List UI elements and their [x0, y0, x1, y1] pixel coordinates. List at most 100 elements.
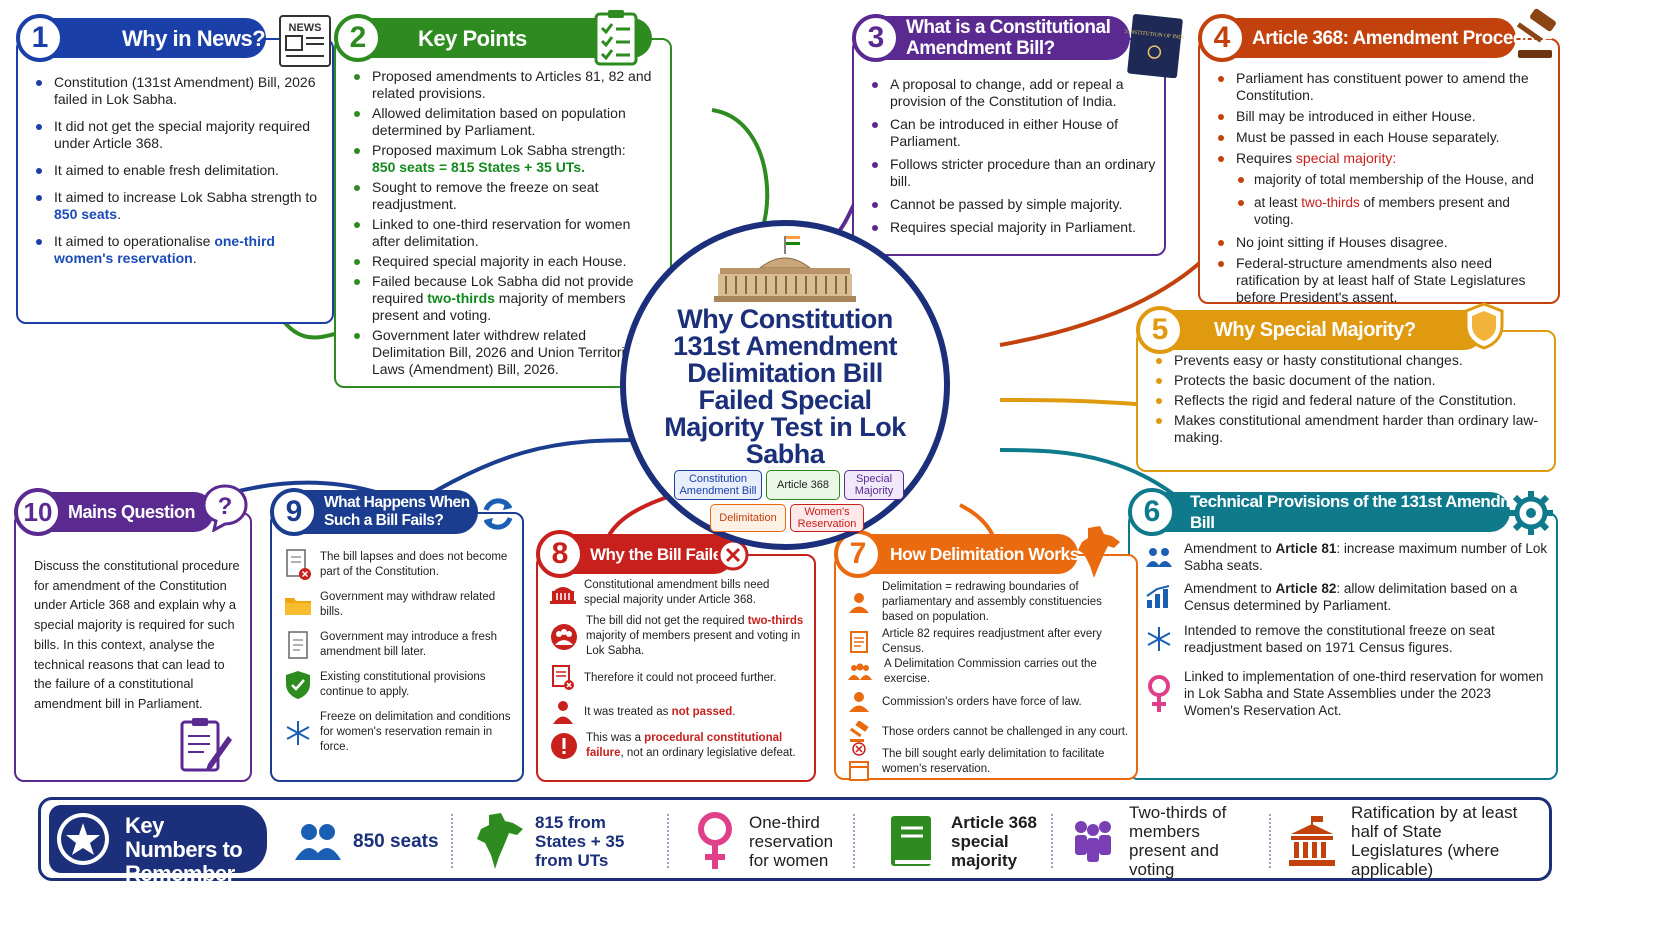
panel-title: How Delimitation Works	[890, 543, 1079, 564]
people-group-icon	[1075, 821, 1111, 862]
panel-number: 4	[1198, 14, 1246, 62]
list-item: It aimed to increase Lok Sabha strength …	[34, 189, 324, 223]
tag-special-majority: Special Majority	[844, 470, 904, 500]
list-item: Cannot be passed by simple majority.	[870, 196, 1156, 213]
list-item: Prevents easy or hasty constitutional ch…	[1154, 352, 1546, 369]
document-icon	[848, 627, 870, 657]
list-item: Follows stricter procedure than an ordin…	[870, 156, 1156, 190]
list-item: Intended to remove the constitutional fr…	[1142, 622, 1550, 656]
list-item: Proposed amendments to Articles 81, 82 a…	[352, 68, 662, 102]
india-map-icon	[1074, 524, 1124, 585]
constitution-book-icon: CONSTITUTION OF INDIA	[1122, 12, 1188, 83]
person-icon	[550, 697, 576, 727]
svg-text:NEWS: NEWS	[289, 22, 322, 34]
list-item: Linked to implementation of one-third re…	[1142, 668, 1550, 719]
panel-number: 8	[536, 530, 584, 578]
list-item: Article 82 requires readjustment after e…	[848, 627, 1130, 657]
panel-title: Why in News?	[122, 25, 266, 51]
panel-number: 3	[852, 14, 900, 62]
newspaper-icon: NEWS	[278, 14, 334, 75]
list-item: The bill did not get the required two-th…	[550, 614, 808, 659]
central-title: Why Constitution 131st Amendment Delimit…	[664, 304, 906, 469]
gavel-icon	[848, 717, 870, 747]
delimitation-list: Delimitation = redrawing boundaries of p…	[848, 580, 1130, 781]
panel-title: Key Points	[418, 25, 527, 51]
panel-title: Why Special Majority?	[1214, 318, 1416, 341]
list-item: It aimed to operationalise one-third wom…	[34, 233, 324, 267]
list-item: Parliament has constituent power to amen…	[1216, 70, 1550, 104]
list-item: Makes constitutional amendment harder th…	[1154, 412, 1546, 446]
list-item: Required special majority in each House.	[352, 253, 662, 270]
list-item: A proposal to change, add or repeal a pr…	[870, 76, 1156, 110]
list-item: Must be passed in each House separately.	[1216, 129, 1550, 146]
central-topic: Why Constitution 131st Amendment Delimit…	[620, 220, 950, 550]
key-numbers-title: Key Numbers to Remember	[125, 813, 243, 886]
list-item: Amendment to Article 82: allow delimitat…	[1142, 580, 1550, 614]
india-map-icon	[477, 813, 523, 869]
list-item: Government may withdraw related bills.	[284, 590, 516, 620]
panel-title: Mains Question	[68, 501, 196, 522]
star-icon	[57, 813, 109, 865]
list-item: Constitution (131st Amendment) Bill, 202…	[34, 74, 324, 108]
panel-title: Why the Bill Failed	[590, 544, 732, 564]
official-icon	[848, 687, 870, 717]
list-item: It was treated as not passed.	[550, 697, 808, 727]
key-number-item: 850 seats	[293, 808, 439, 874]
svg-text:?: ?	[218, 493, 233, 520]
gavel-icon	[1510, 8, 1564, 67]
list-item: This was a procedural constitutional fai…	[550, 731, 808, 761]
bill-fails-list: The bill lapses and does not become part…	[284, 549, 516, 755]
panel-number: 6	[1128, 488, 1176, 536]
panel-title: Article 368: Amendment Procedure	[1252, 27, 1553, 49]
list-item: Amendment to Article 81: increase maximu…	[1142, 540, 1550, 574]
list-item: Sought to remove the freeze on seat read…	[352, 179, 662, 213]
calendar-icon	[848, 742, 870, 781]
rejected-document-icon	[550, 663, 576, 693]
list-item: Delimitation = redrawing boundaries of p…	[848, 580, 1130, 625]
panel-title: Technical Provisions of the 131st Amendm…	[1190, 492, 1539, 532]
key-numbers-header: Key Numbers to Remember	[49, 805, 267, 886]
refresh-icon	[478, 494, 518, 539]
mains-question-text: Discuss the constitutional procedure for…	[34, 558, 240, 711]
panel-how-delimitation-works: 7 How Delimitation Works Delimitation = …	[834, 526, 1138, 781]
state-building-icon	[1289, 816, 1335, 866]
group-icon	[848, 657, 872, 687]
panel-number: 9	[270, 488, 318, 536]
question-bubble-icon: ?	[202, 484, 248, 537]
female-symbol-icon	[1142, 674, 1176, 712]
panel-why-bill-failed: 8 Why the Bill Failed Constitutional ame…	[536, 530, 816, 782]
key-number-item: 815 from States + 35 from UTs	[473, 808, 653, 874]
people-icon	[295, 824, 341, 860]
list-item: Existing constitutional provisions conti…	[284, 670, 516, 700]
group-icon	[550, 622, 578, 652]
parliament-building-icon	[550, 578, 576, 608]
folder-icon	[284, 590, 312, 620]
list-item: Those orders cannot be challenged in any…	[848, 717, 1130, 747]
panel-number: 1	[16, 14, 64, 62]
list-item: Government later withdrew related Delimi…	[352, 327, 662, 378]
list-item: Commission's orders have force of law.	[848, 687, 1130, 717]
gear-icon	[1508, 490, 1554, 541]
list-item: Proposed maximum Lok Sabha strength:850 …	[352, 142, 662, 176]
list-item: Requires special majority in Parliament.	[870, 219, 1156, 236]
key-number-item: Two-thirds of members present and voting	[1069, 803, 1255, 879]
list-item: Therefore it could not proceed further.	[550, 663, 808, 693]
panel-number: 7	[834, 530, 882, 578]
checklist-icon	[592, 8, 640, 71]
list-item: Allowed delimitation based on population…	[352, 105, 662, 139]
rejected-document-icon	[284, 549, 312, 580]
snowflake-icon	[1142, 624, 1176, 654]
book-icon	[891, 816, 931, 866]
why-in-news-list: Constitution (131st Amendment) Bill, 202…	[34, 74, 324, 275]
list-item: Federal-structure amendments also need r…	[1216, 255, 1550, 306]
list-subitem: majority of total membership of the Hous…	[1216, 171, 1550, 188]
panel-number: 2	[334, 14, 382, 62]
list-item: Linked to one-third reservation for wome…	[352, 216, 662, 250]
people-icon	[1142, 542, 1176, 572]
list-item: The bill lapses and does not become part…	[284, 549, 516, 580]
key-number-item: Article 368 special majority	[887, 808, 1041, 874]
panel-mains-question: 10 Mains Question ? Discuss the constitu…	[14, 484, 252, 782]
female-symbol-icon	[698, 812, 732, 869]
article-368-list: Parliament has constituent power to amen…	[1216, 70, 1550, 314]
panel-why-in-news: 1 Why in News? NEWS Constitution (131st …	[16, 14, 334, 324]
